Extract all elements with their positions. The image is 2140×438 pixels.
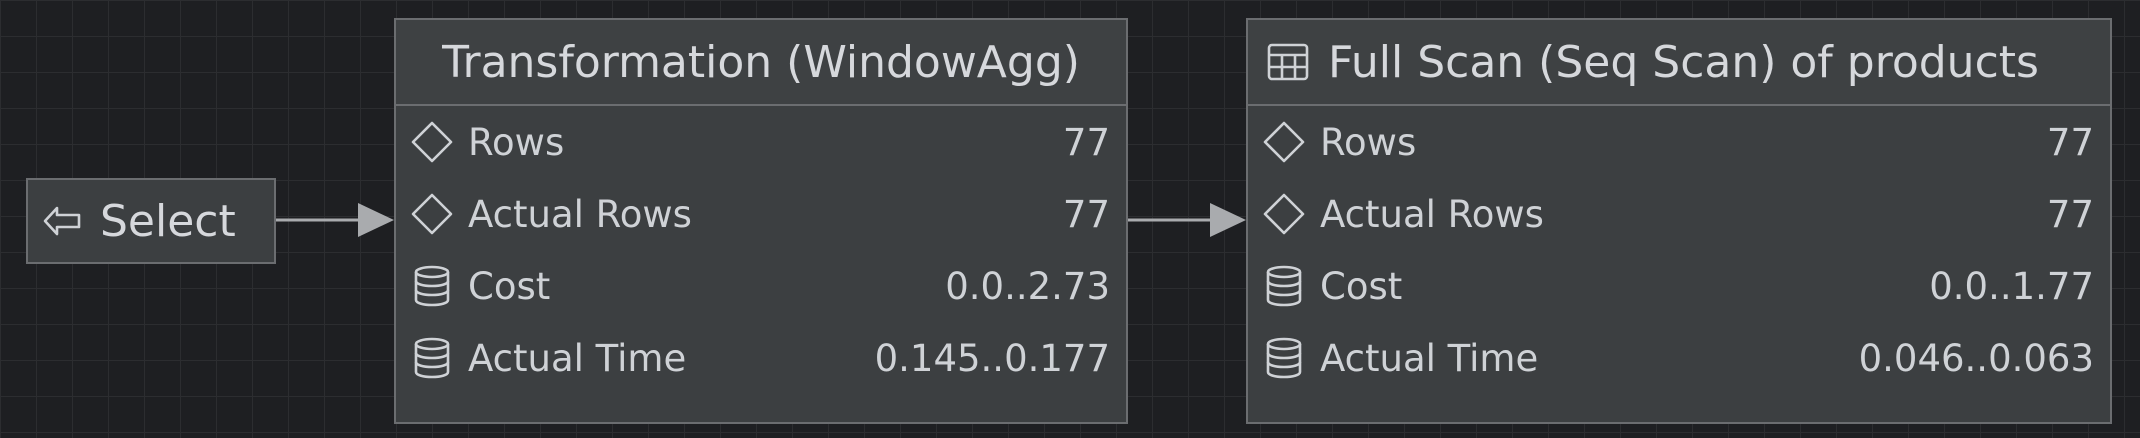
plan-node-transformation[interactable]: Transformation (WindowAgg) Rows 77 Actua… [394,18,1128,424]
back-arrow-icon [42,201,82,241]
property-value: 77 [2046,192,2094,236]
property-label: Actual Time [468,336,687,380]
diamond-icon [1262,120,1306,164]
property-label: Cost [1320,264,1403,308]
edge-select-to-transformation [276,203,394,237]
diamond-icon [410,192,454,236]
property-label: Cost [468,264,551,308]
database-icon [1262,336,1306,380]
diamond-icon [1262,192,1306,236]
property-row-actual-rows: Actual Rows 77 [410,178,1110,250]
table-icon [1266,40,1310,84]
arrowhead-icon [1210,203,1246,237]
property-label: Actual Time [1320,336,1539,380]
node-properties: Rows 77 Actual Rows 77 Cost 0.0..2.73 Ac… [396,106,1126,394]
property-row-actual-time: Actual Time 0.145..0.177 [410,322,1110,394]
database-icon [410,264,454,308]
edge-transformation-to-scan [1128,203,1246,237]
property-row-cost: Cost 0.0..2.73 [410,250,1110,322]
property-label: Actual Rows [468,192,692,236]
property-row-rows: Rows 77 [410,106,1110,178]
property-value: 0.0..2.73 [945,264,1110,308]
node-header: Full Scan (Seq Scan) of products [1248,20,2110,106]
property-value: 0.046..0.063 [1858,336,2094,380]
property-label: Actual Rows [1320,192,1544,236]
property-value: 77 [1062,192,1110,236]
database-icon [1262,264,1306,308]
select-node[interactable]: Select [26,178,276,264]
property-row-actual-rows: Actual Rows 77 [1262,178,2094,250]
property-value: 0.145..0.177 [874,336,1110,380]
property-row-cost: Cost 0.0..1.77 [1262,250,2094,322]
property-label: Rows [1320,120,1417,164]
database-icon [410,336,454,380]
node-header: Transformation (WindowAgg) [396,20,1126,106]
property-label: Rows [468,120,565,164]
plan-node-full-scan[interactable]: Full Scan (Seq Scan) of products Rows 77… [1246,18,2112,424]
arrowhead-icon [358,203,394,237]
property-row-actual-time: Actual Time 0.046..0.063 [1262,322,2094,394]
property-value: 77 [2046,120,2094,164]
property-value: 77 [1062,120,1110,164]
node-title: Transformation (WindowAgg) [442,36,1080,88]
node-title: Full Scan (Seq Scan) of products [1328,36,2039,88]
node-properties: Rows 77 Actual Rows 77 Cost 0.0..1.77 Ac… [1248,106,2110,394]
property-value: 0.0..1.77 [1929,264,2094,308]
select-node-label: Select [100,195,236,247]
property-row-rows: Rows 77 [1262,106,2094,178]
diamond-icon [410,120,454,164]
